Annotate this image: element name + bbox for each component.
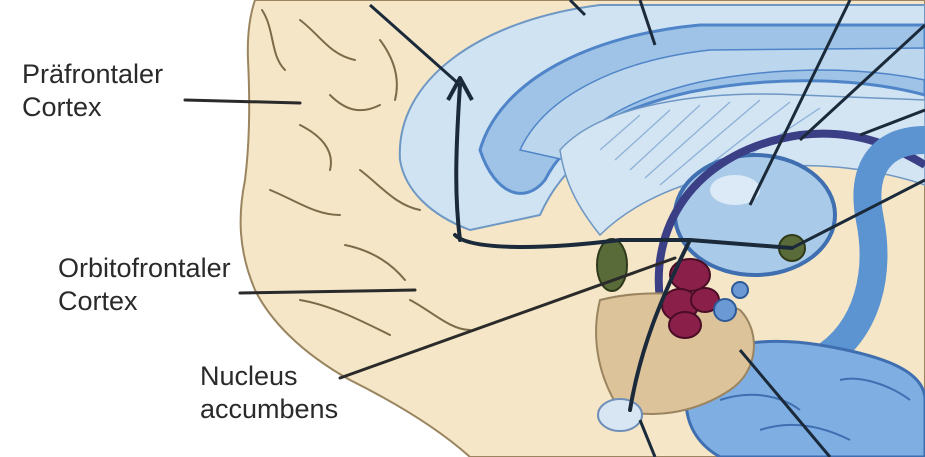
label-orbitofrontaler-line1: Orbitofrontaler [58,252,231,285]
label-nucleus-line2: accumbens [200,393,338,426]
small-bottom-structure [598,399,642,431]
blue-node-2 [732,282,748,298]
label-praefrontaler-cortex: Präfrontaler Cortex [22,58,163,124]
label-nucleus-accumbens: Nucleus accumbens [200,360,338,426]
label-orbitofrontaler-cortex: Orbitofrontaler Cortex [58,252,231,318]
label-praefrontaler-line1: Präfrontaler [22,58,163,91]
blue-node-1 [714,299,736,321]
thalamus [675,155,835,275]
label-orbitofrontaler-line2: Cortex [58,285,231,318]
label-praefrontaler-line2: Cortex [22,91,163,124]
label-nucleus-line1: Nucleus [200,360,338,393]
